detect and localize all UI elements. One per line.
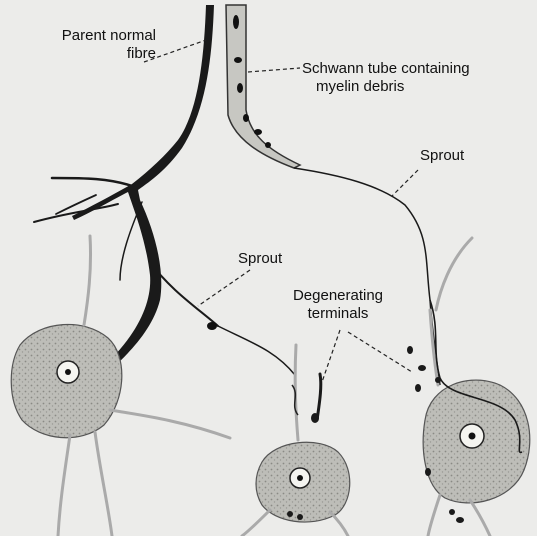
label-schwann-tube-line1: Schwann tube containing [302, 60, 470, 78]
cell-left-nucleolus [65, 369, 71, 375]
label-sprout-lower-text: Sprout [238, 250, 282, 268]
label-sprout-upper-text: Sprout [420, 147, 464, 165]
cell-middle-nucleolus [297, 475, 303, 481]
label-schwann-tube: Schwann tube containing myelin debris [302, 60, 470, 96]
label-parent-fibre-line2: fibre [20, 45, 156, 63]
label-degenerating-line1: Degenerating [286, 287, 390, 305]
label-schwann-tube-line2: myelin debris [302, 78, 470, 96]
cell-right-nucleolus [469, 433, 476, 440]
label-parent-fibre-line1: Parent normal [20, 27, 156, 45]
label-degenerating-line2: terminals [286, 305, 390, 323]
label-sprout-lower: Sprout [238, 250, 282, 268]
label-degenerating-terminals: Degenerating terminals [286, 287, 390, 323]
schwann-tube [226, 5, 300, 168]
sprout-swelling [207, 322, 217, 330]
label-parent-fibre: Parent normal fibre [20, 27, 156, 63]
sprout-upper-fibre [294, 168, 440, 385]
label-sprout-upper: Sprout [420, 147, 464, 165]
